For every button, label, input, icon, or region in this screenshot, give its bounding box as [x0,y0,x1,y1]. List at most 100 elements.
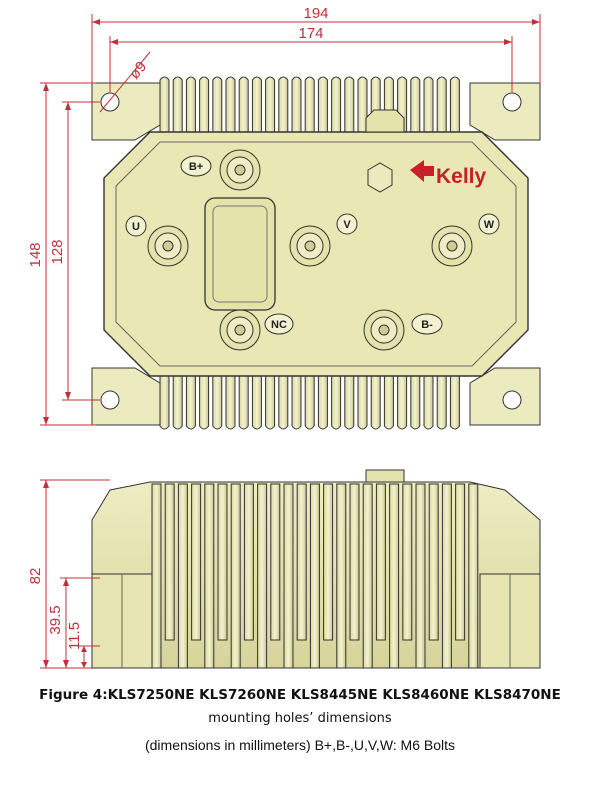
fin-top [291,76,302,137]
fin-side [402,483,413,641]
terminal-bolts [147,149,473,351]
terminal-bolt-center [446,240,458,252]
fin-side [362,483,373,669]
top-connector [365,109,405,133]
dim-width-outer: 194 [303,5,328,22]
fin-top [423,76,434,137]
fin-bottom [383,371,394,430]
fin-side [164,483,175,641]
fin-side [455,483,466,641]
terminal-bolt-center [378,324,390,336]
fin-side [217,483,228,641]
fin-side [230,483,241,669]
fin-side [349,483,360,641]
fin-side [375,483,386,641]
terminal-bolt-center [162,240,174,252]
fin-side [441,483,452,669]
fin-side [323,483,334,641]
fin-bottom [423,371,434,430]
dim-height-outer: 148 [27,242,44,267]
fin-top [238,76,249,137]
fin-top [212,76,223,137]
fin-top [199,76,210,137]
side-view [91,469,541,669]
label-u: U [132,221,140,233]
dim-hole-diameter: ø9 [126,58,150,82]
fin-top [225,76,236,137]
fin-bottom [331,371,342,430]
dim-side-height: 82 [27,568,44,585]
fin-bottom [159,371,170,430]
fin-bottom [185,371,196,430]
fin-top [304,76,315,137]
label-nc: NC [271,319,287,331]
fin-side [468,483,479,669]
fin-side [283,483,294,669]
side-heatsink-fins [151,483,479,669]
fin-bottom [344,371,355,430]
fin-side [204,483,215,669]
mounting-hole-bl [100,390,120,410]
fin-bottom [172,371,183,430]
hex-nut [367,162,393,193]
fin-bottom [291,371,302,430]
fin-side [415,483,426,669]
terminal-labels: B+ U V W NC B- [125,155,500,335]
fin-bottom [225,371,236,430]
center-window [204,197,276,311]
fin-bottom [397,371,408,430]
fin-side [296,483,307,641]
fin-side [309,483,320,669]
flange-top-right [469,82,541,141]
fin-top [331,76,342,137]
dim-side-low: 11.5 [66,622,83,650]
fin-top [172,76,183,137]
center-window-inner [212,205,268,303]
fin-side [191,483,202,641]
fin-top [410,76,421,137]
terminal-bolt-center [304,240,316,252]
bottom-heatsink-fins [159,371,460,430]
fin-bottom [410,371,421,430]
dim-height-holes: 128 [49,239,66,264]
fin-top [357,76,368,137]
dim-side-mid: 39.5 [47,605,64,634]
fin-bottom [251,371,262,430]
dim-width-holes: 174 [298,25,323,42]
fin-side [270,483,281,641]
fin-top [159,76,170,137]
fin-top [344,76,355,137]
caption-note: (dimensions in millimeters) B+,B-,U,V,W:… [144,737,456,753]
dimension-arrows [43,19,540,668]
fin-side [257,483,268,669]
label-b-minus: B- [421,319,433,331]
fin-top [449,76,460,137]
fin-side [389,483,400,669]
fin-bottom [436,371,447,430]
top-heatsink-fins [159,76,460,137]
fin-top [185,76,196,137]
fin-side [243,483,254,641]
fin-bottom [278,371,289,430]
fin-bottom [265,371,276,430]
caption-title: Figure 4:KLS7250NE KLS7260NE KLS8445NE K… [39,687,561,703]
fin-bottom [317,371,328,430]
figure-caption: Figure 4:KLS7250NE KLS7260NE KLS8445NE K… [0,684,600,758]
dimension-lines [40,14,541,669]
kelly-logo: Kelly [410,160,487,188]
label-w: W [484,219,495,231]
fin-top [436,76,447,137]
terminal-bolt-center [234,164,246,176]
fin-top [251,76,262,137]
fin-bottom [238,371,249,430]
fin-top [278,76,289,137]
controller-dimension-drawing: B+ U V W NC B- Kelly [27,5,541,669]
fin-side [336,483,347,669]
label-b-plus: B+ [189,161,203,173]
flange-bottom-left [91,367,161,426]
kelly-logo-text: Kelly [436,165,487,188]
fin-bottom [370,371,381,430]
mounting-hole-br [502,390,522,410]
fin-bottom [357,371,368,430]
fin-bottom [199,371,210,430]
